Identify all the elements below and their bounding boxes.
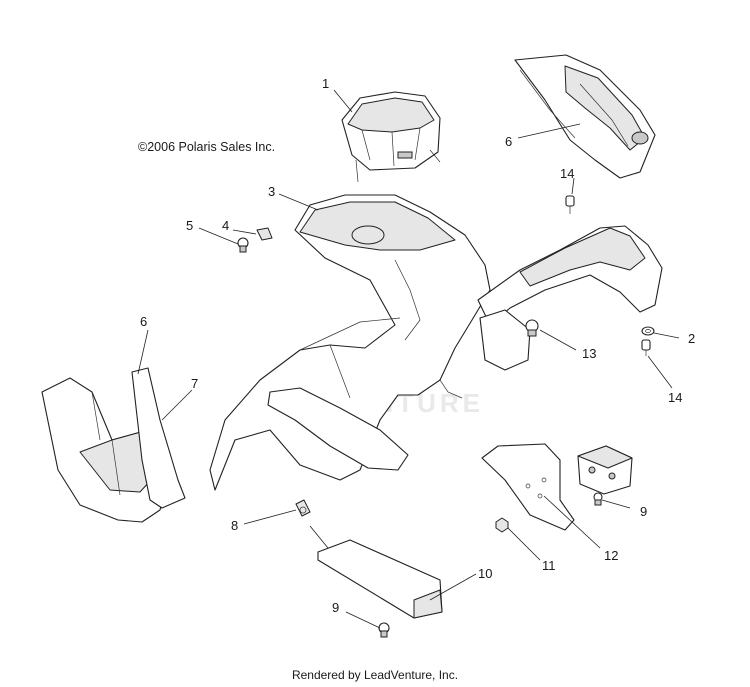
callout-6-lower: 6 (140, 314, 147, 329)
part-1-front-cover (341, 91, 441, 183)
callout-11: 11 (542, 558, 556, 573)
part-2-washer (641, 326, 655, 336)
callout-10: 10 (478, 566, 492, 581)
render-credit: Rendered by LeadVenture, Inc. (291, 668, 459, 682)
callout-12: 12 (604, 548, 618, 563)
part-8-clip (295, 499, 311, 517)
part-12-mount-block (577, 445, 633, 495)
part-9-screw-upper (593, 492, 603, 506)
part-5-rivet (237, 237, 249, 253)
part-6-rear-cover (514, 54, 656, 179)
part-6-left-panel (41, 377, 171, 523)
callout-9-upper: 9 (640, 504, 647, 519)
part-14-screw-upper (565, 195, 575, 214)
callout-4: 4 (222, 218, 229, 233)
callout-14-upper: 14 (560, 166, 574, 181)
callout-5: 5 (186, 218, 193, 233)
part-13-fastener (525, 319, 539, 337)
leader-lines (137, 89, 680, 629)
callout-1: 1 (322, 76, 329, 91)
part-11-nut (495, 517, 509, 533)
part-3-main-fender (209, 194, 663, 491)
callout-3: 3 (268, 184, 275, 199)
callout-13: 13 (582, 346, 596, 361)
part-14-screw-lower (641, 339, 651, 356)
callout-labels: 1 6 3 4 5 14 2 14 13 6 7 8 10 9 9 11 12 (140, 76, 695, 615)
callout-2: 2 (688, 331, 695, 346)
part-7-flap-seal (131, 367, 186, 509)
copyright-notice: ©2006 Polaris Sales Inc. (138, 140, 276, 154)
part-12-bracket (481, 443, 575, 531)
callout-9-lower: 9 (332, 600, 339, 615)
callout-6-upper: 6 (505, 134, 512, 149)
callout-8: 8 (231, 518, 238, 533)
part-9-screw-lower (378, 622, 390, 638)
callout-7: 7 (191, 376, 198, 391)
part-4-clip (256, 227, 273, 241)
callout-14-lower: 14 (668, 390, 682, 405)
